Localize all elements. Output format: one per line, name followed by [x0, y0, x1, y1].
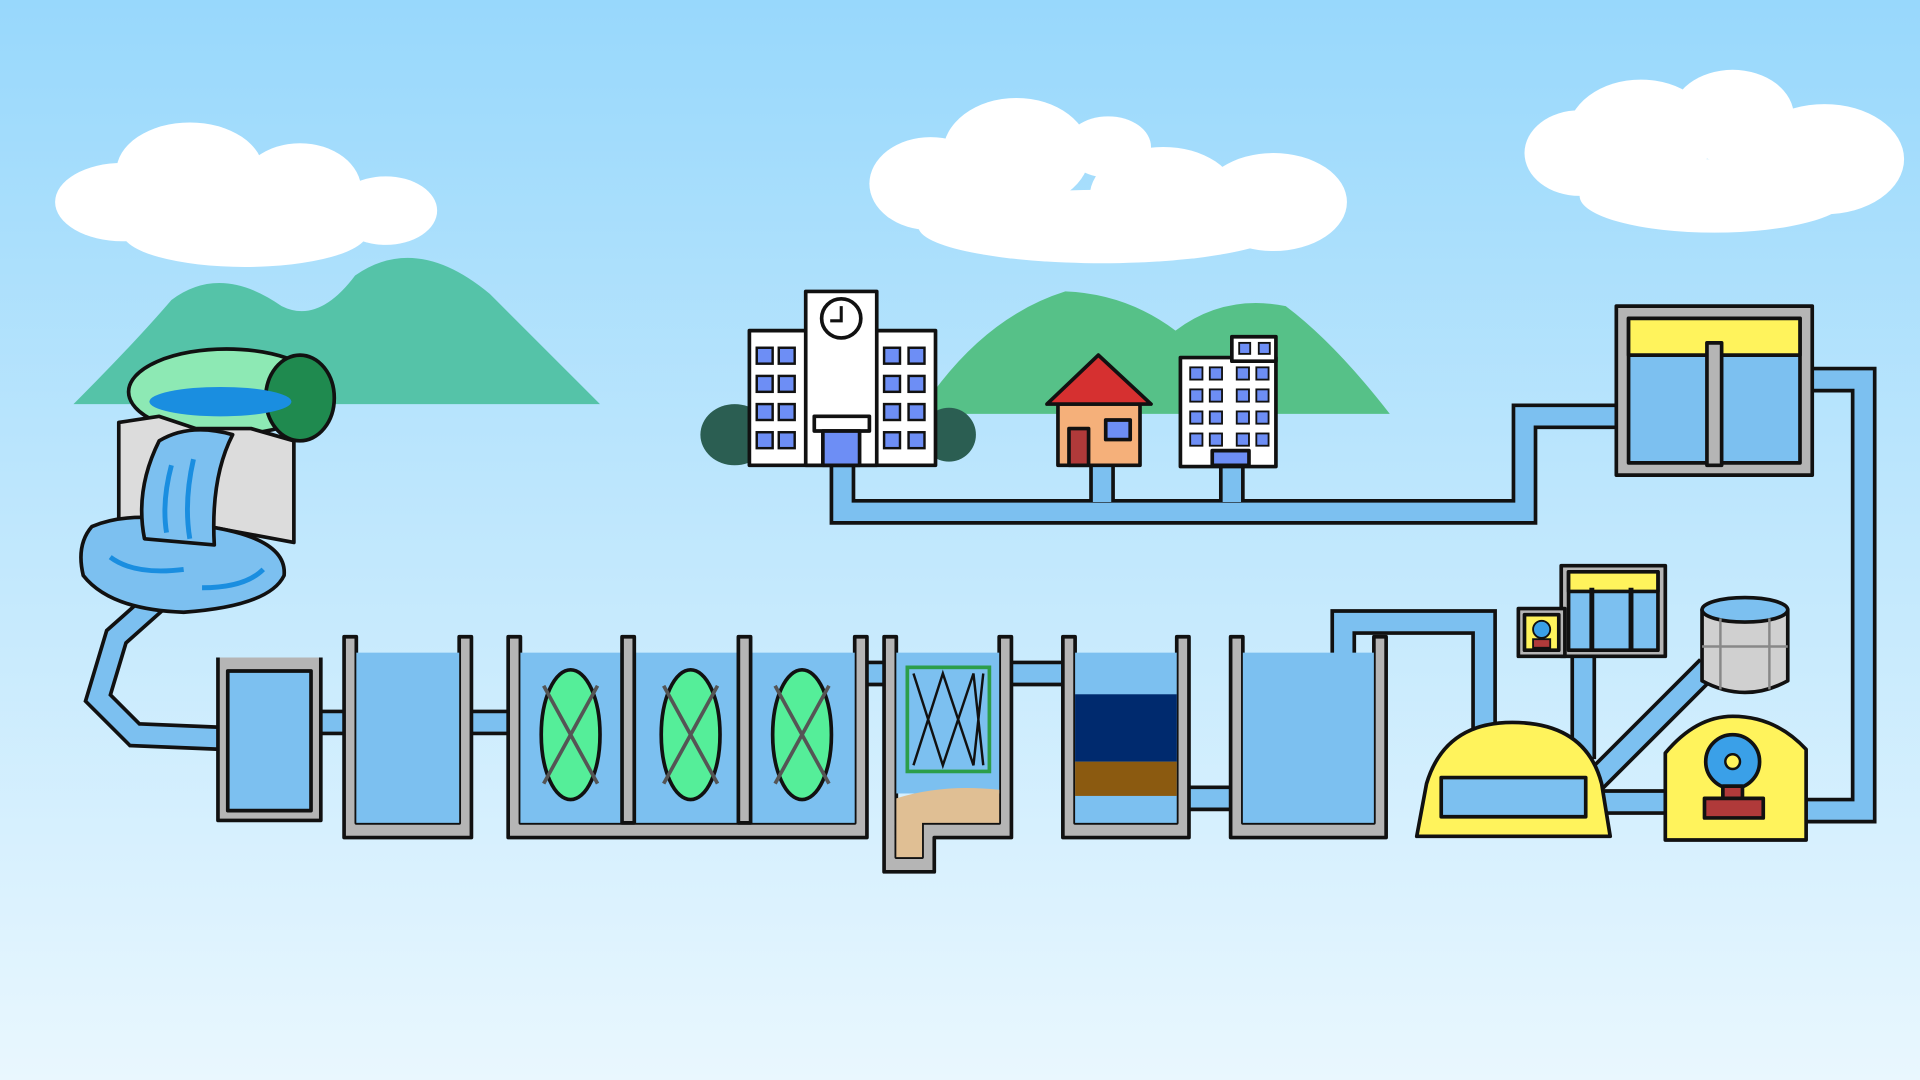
cloud-right — [1524, 69, 1905, 233]
window — [882, 374, 902, 394]
clear-water-tank — [1228, 634, 1388, 840]
window — [1257, 341, 1271, 355]
window — [1208, 432, 1223, 447]
apartment-building — [1178, 334, 1278, 469]
window — [907, 374, 926, 394]
window — [1238, 341, 1252, 355]
filter-layer-anthracite — [1075, 694, 1177, 762]
window — [755, 374, 774, 394]
window — [1255, 432, 1270, 447]
window — [777, 431, 796, 450]
window — [1208, 388, 1223, 403]
window — [1255, 410, 1270, 425]
dam — [79, 347, 337, 615]
sand-filter — [1061, 634, 1191, 840]
window — [755, 402, 774, 422]
flocculation-basin — [506, 634, 869, 840]
window — [1235, 388, 1250, 403]
window — [907, 402, 926, 422]
window — [1208, 410, 1223, 425]
cloud-left — [55, 122, 438, 267]
window — [777, 374, 796, 394]
pipe-water — [87, 580, 224, 748]
window — [755, 431, 774, 450]
window — [1189, 388, 1204, 403]
window — [1189, 410, 1204, 425]
reservoir-water — [149, 386, 292, 417]
chemical-dome — [1414, 720, 1613, 839]
window — [882, 402, 902, 422]
filter-layer-sand — [1075, 761, 1177, 796]
cylinder-tank — [1700, 595, 1790, 695]
window — [1208, 366, 1223, 381]
window — [1189, 432, 1204, 447]
window — [907, 346, 926, 365]
pump-station — [1663, 714, 1808, 842]
house — [1045, 353, 1153, 468]
window — [1255, 388, 1270, 403]
window — [907, 431, 926, 450]
intake-tank — [216, 657, 323, 823]
window — [1235, 366, 1250, 381]
sedimentation-tank — [882, 634, 1014, 874]
distribution-reservoir — [1614, 304, 1815, 477]
mixing-tank — [342, 634, 474, 840]
pipe-network — [83, 366, 1877, 824]
pipe-water — [1800, 370, 1873, 820]
window — [882, 431, 902, 450]
window — [755, 346, 774, 365]
window — [777, 402, 796, 422]
window — [1255, 366, 1270, 381]
window — [777, 346, 796, 365]
fan-icon — [1532, 619, 1552, 639]
small-pump-box — [1516, 606, 1567, 659]
window — [1235, 432, 1250, 447]
pipe-water — [833, 407, 1623, 522]
window — [1235, 410, 1250, 425]
elevated-tank — [1559, 563, 1668, 659]
pipe-water — [1585, 660, 1715, 791]
window — [1189, 366, 1204, 381]
sludge — [896, 787, 1000, 858]
window — [882, 346, 902, 365]
cloud-middle — [869, 97, 1347, 264]
plate-settler — [905, 665, 992, 774]
school-building — [700, 289, 976, 468]
